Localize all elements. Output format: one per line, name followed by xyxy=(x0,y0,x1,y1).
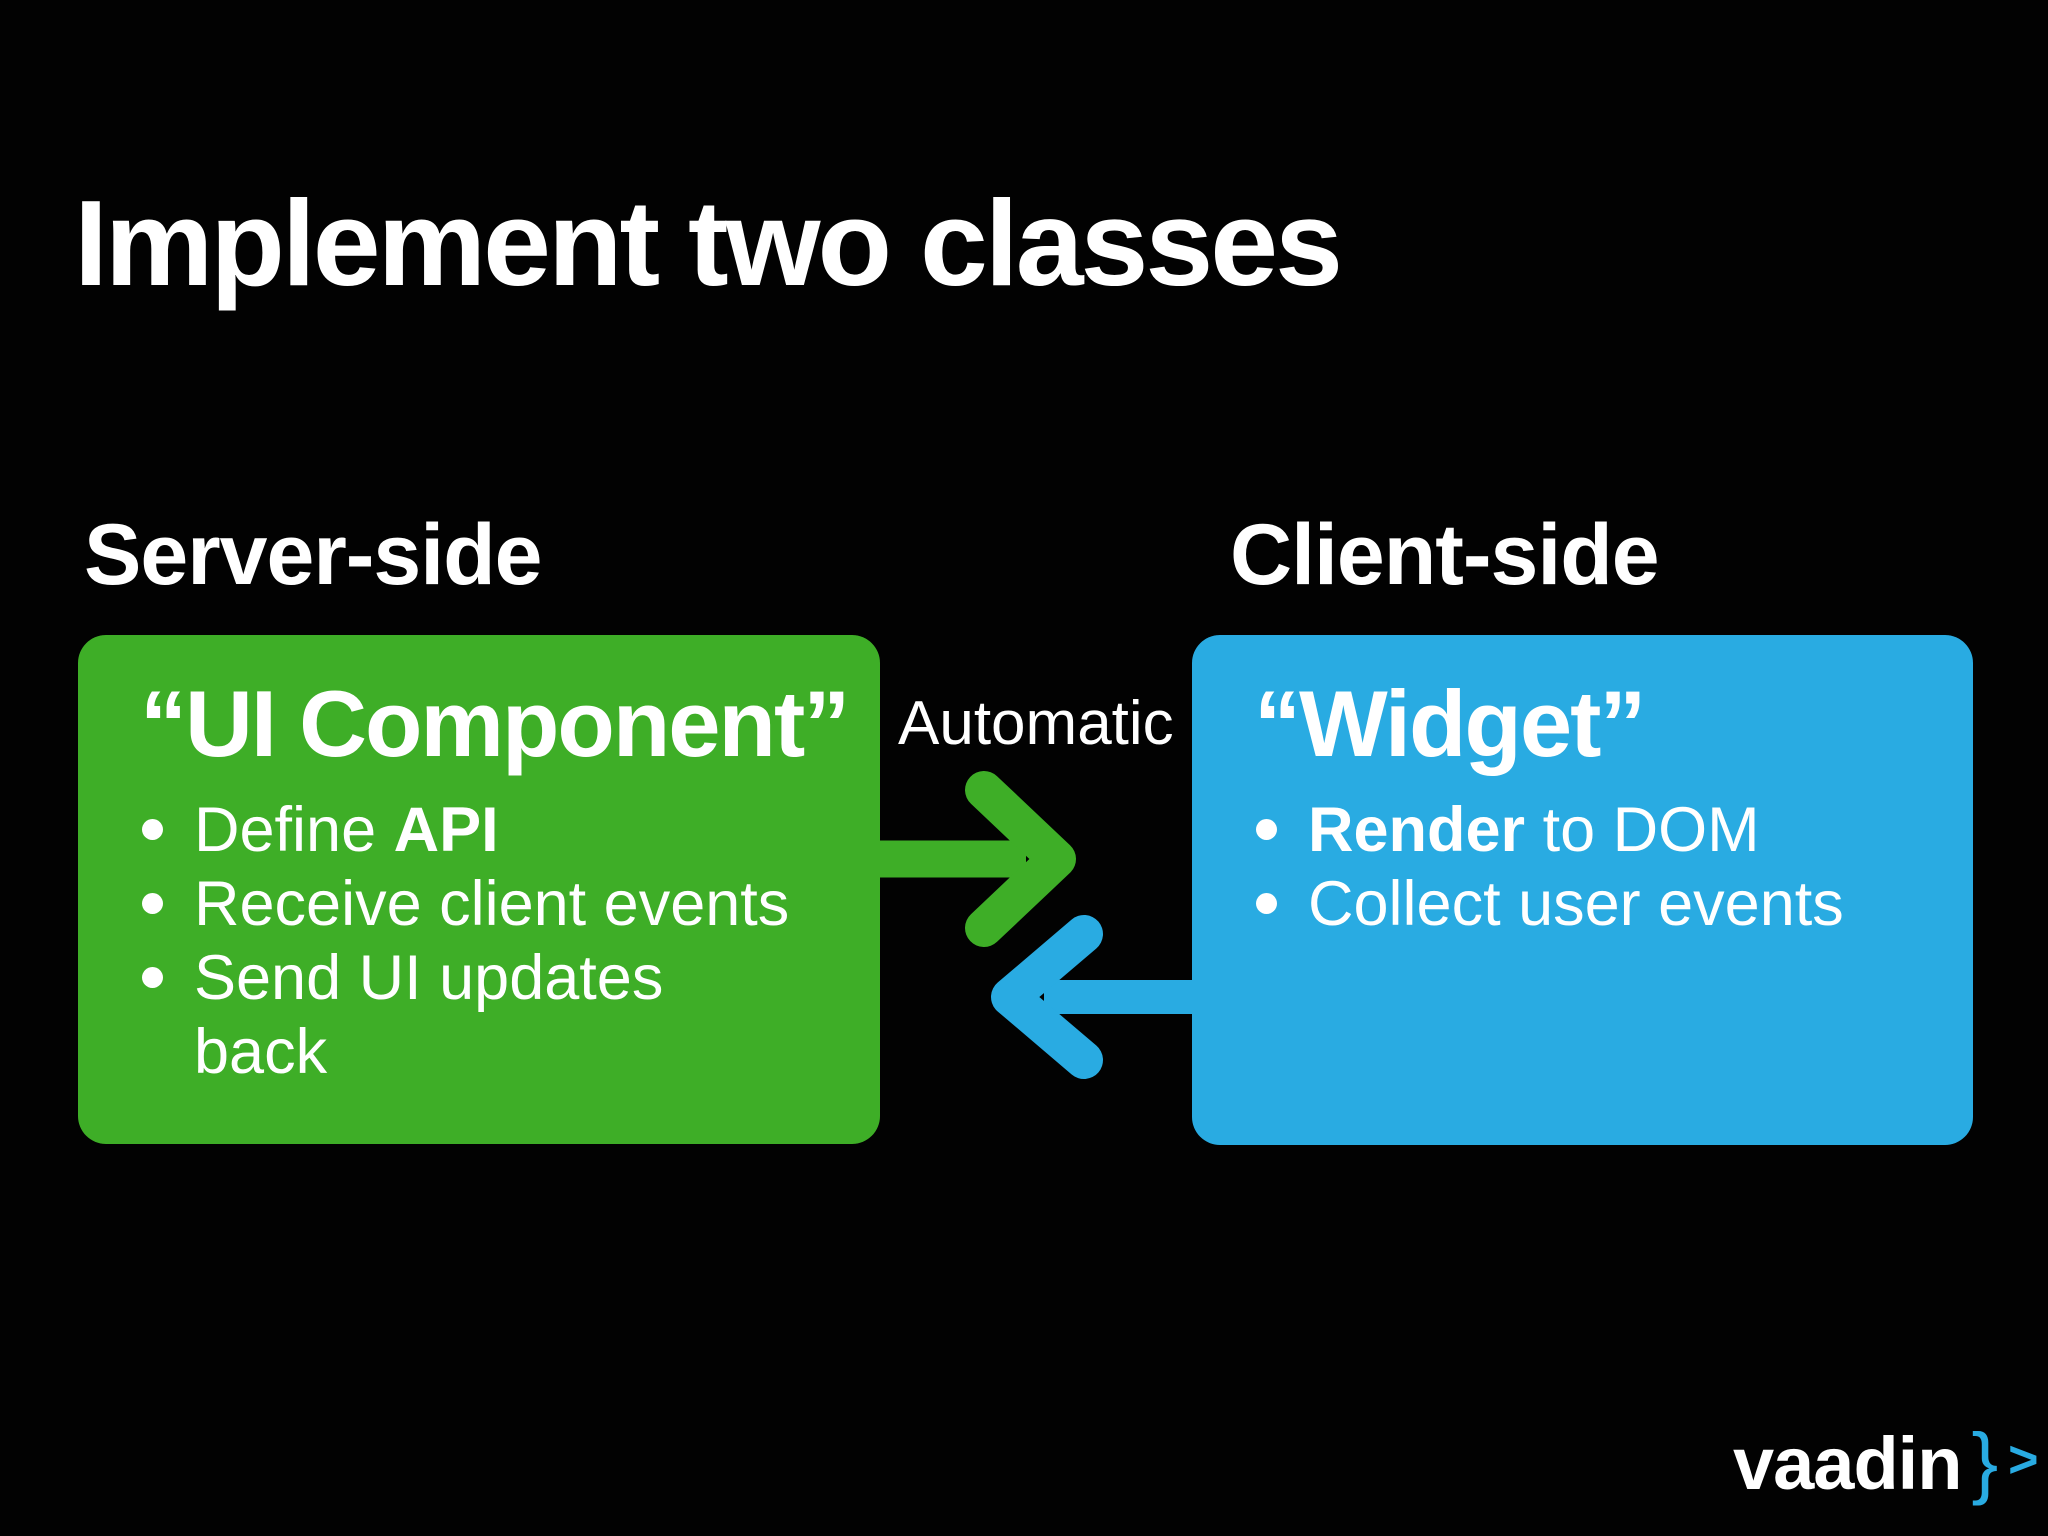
bullet-item: Define API xyxy=(140,793,844,867)
bullet-item: Receive client events xyxy=(140,867,844,941)
bullet-item: Send UI updates back xyxy=(140,941,694,1089)
server-side-heading: Server-side xyxy=(84,507,543,603)
client-box-title: “Widget” xyxy=(1254,671,1646,776)
automatic-label: Automatic xyxy=(898,689,1174,758)
bullet-text-bold: API xyxy=(393,794,499,865)
client-bullet-list: Render to DOM Collect user events xyxy=(1254,793,1937,941)
blue-arrow-left-icon xyxy=(991,915,1196,1079)
bullet-text-bold: Render xyxy=(1308,794,1526,865)
vaadin-logo-chevron-icon: > xyxy=(2008,1431,2039,1489)
vaadin-logo-brace-icon: } xyxy=(1971,1417,1999,1506)
server-box-title: “UI Component” xyxy=(140,671,850,776)
client-side-heading: Client-side xyxy=(1230,507,1660,603)
bullet-text: to DOM xyxy=(1525,794,1760,865)
vaadin-logo: vaadin } > xyxy=(1733,1417,2039,1506)
server-bullet-list: Define API Receive client events Send UI… xyxy=(140,793,844,1089)
server-box: “UI Component” Define API Receive client… xyxy=(78,635,880,1144)
client-box: “Widget” Render to DOM Collect user even… xyxy=(1192,635,1973,1145)
bullet-item: Collect user events xyxy=(1254,867,1937,941)
green-arrow-right-icon xyxy=(878,771,1076,947)
bullet-text: Define xyxy=(194,794,394,865)
vaadin-logo-word: vaadin xyxy=(1733,1422,1962,1505)
bullet-item: Render to DOM xyxy=(1254,793,1937,867)
page-title: Implement two classes xyxy=(74,175,1343,311)
